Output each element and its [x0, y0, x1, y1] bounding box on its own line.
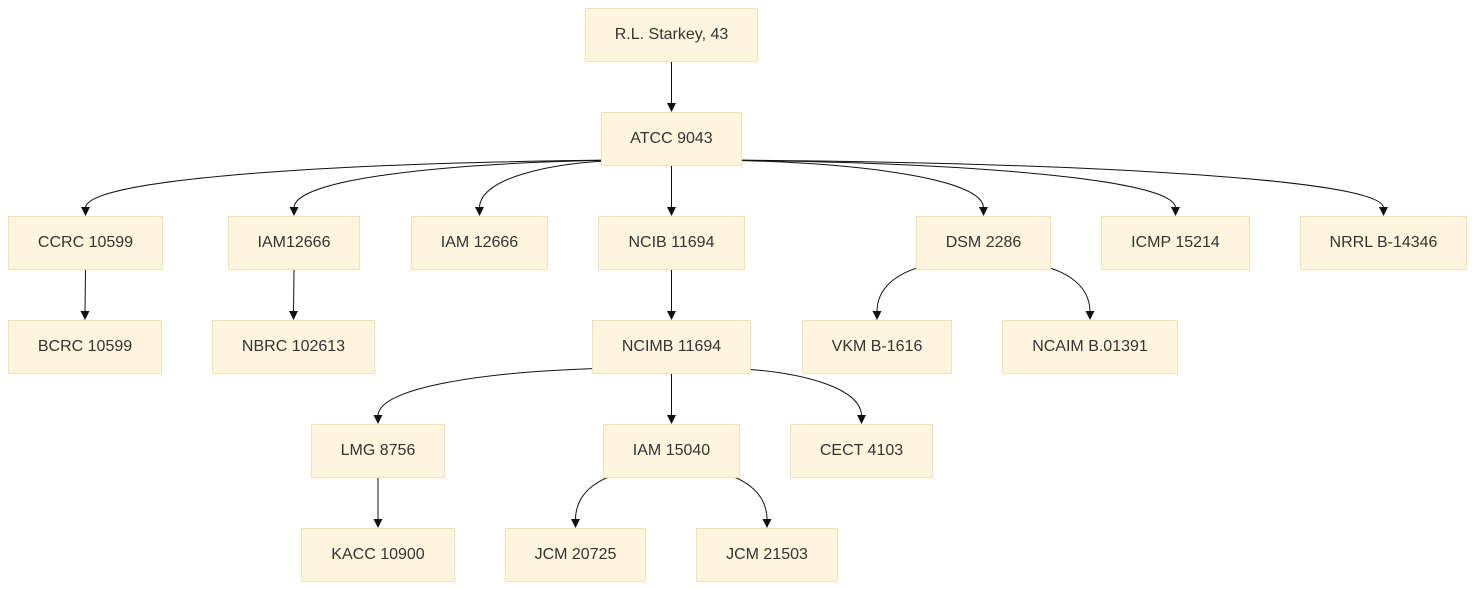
node-vkm: VKM B-1616 — [802, 320, 952, 374]
arrowhead-nbrc — [289, 311, 298, 320]
arrowhead-ncib — [667, 207, 676, 216]
arrowhead-jcm20725 — [571, 519, 580, 528]
node-cect: CECT 4103 — [790, 424, 933, 478]
arrowhead-ccrc — [81, 207, 90, 216]
arrowhead-cect — [857, 415, 866, 424]
edge-atcc-to-iam12666a — [293, 159, 626, 209]
node-ncaim: NCAIM B.01391 — [1002, 320, 1178, 374]
node-iam12666-b: IAM 12666 — [411, 216, 548, 270]
node-nbrc: NBRC 102613 — [212, 320, 375, 374]
edge-atcc-to-iam12666b — [479, 159, 626, 209]
edge-ncimb-to-cect — [723, 367, 862, 417]
arrowhead-iam12666a — [289, 207, 299, 216]
node-root: R.L. Starkey, 43 — [585, 8, 758, 62]
arrowhead-kacc — [373, 519, 383, 528]
edge-atcc-to-icmp — [717, 159, 1176, 209]
arrowhead-iam12666b — [475, 207, 484, 216]
node-jcm20725: JCM 20725 — [505, 528, 646, 582]
node-icmp: ICMP 15214 — [1101, 216, 1250, 270]
node-dsm: DSM 2286 — [916, 216, 1051, 270]
edge-iam15040-to-jcm21503 — [709, 471, 768, 521]
edge-atcc-to-nrrl — [717, 159, 1384, 209]
node-ccrc: CCRC 10599 — [8, 216, 163, 270]
node-ncib: NCIB 11694 — [598, 216, 745, 270]
node-iam15040: IAM 15040 — [603, 424, 740, 478]
node-kacc: KACC 10900 — [301, 528, 455, 582]
arrowhead-lmg — [373, 415, 383, 424]
arrowhead-nrrl — [1379, 207, 1388, 216]
edge-iam12666a-to-nbrc — [293, 269, 295, 313]
arrowhead-atcc — [667, 103, 676, 112]
arrowhead-ncaim — [1085, 311, 1095, 320]
node-lmg: LMG 8756 — [311, 424, 445, 478]
node-ncimb: NCIMB 11694 — [592, 320, 751, 374]
edge-ncimb-to-lmg — [377, 367, 620, 417]
edge-iam15040-to-jcm20725 — [575, 471, 634, 521]
edge-atcc-to-dsm — [717, 159, 984, 209]
arrowhead-bcrc — [80, 311, 90, 320]
node-atcc: ATCC 9043 — [601, 112, 742, 166]
arrowhead-jcm21503 — [762, 519, 772, 528]
node-nrrl: NRRL B-14346 — [1300, 216, 1467, 270]
node-bcrc: BCRC 10599 — [8, 320, 162, 374]
node-iam12666-a: IAM12666 — [228, 216, 360, 270]
edge-ccrc-to-bcrc — [84, 269, 86, 313]
arrowhead-icmp — [1171, 207, 1180, 216]
arrowhead-ncimb — [667, 311, 676, 320]
node-jcm21503: JCM 21503 — [696, 528, 838, 582]
edge-dsm-to-ncaim — [1026, 263, 1091, 313]
edge-atcc-to-ccrc — [85, 159, 626, 209]
arrowhead-iam15040 — [667, 415, 676, 424]
arrowhead-dsm — [979, 207, 988, 216]
edge-dsm-to-vkm — [876, 263, 941, 313]
arrowhead-vkm — [872, 311, 882, 320]
